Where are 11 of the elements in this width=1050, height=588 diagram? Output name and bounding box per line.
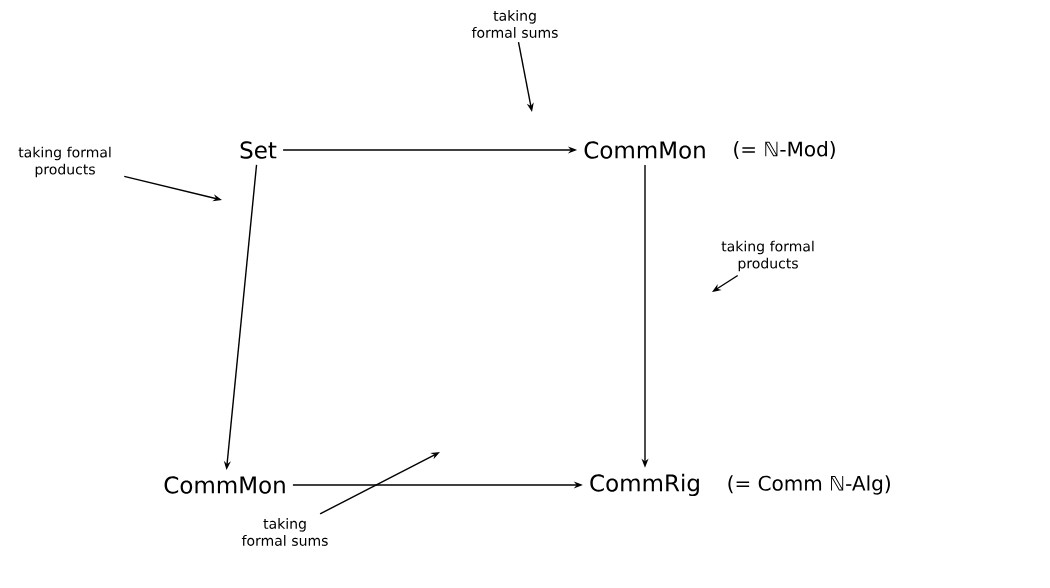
side-note: (= Comm ℕ-Alg) [728, 475, 890, 495]
annotation-text: taking formal products [721, 240, 814, 272]
side-note: (= ℕ-Mod) [734, 141, 835, 159]
category-label: CommMon [164, 476, 285, 494]
annotation-text: taking formal sums [471, 10, 558, 38]
annotation-text: taking formal sums [241, 518, 328, 546]
category-label: CommMon [584, 141, 705, 159]
category-label: CommRig [590, 473, 699, 497]
category-label: Set [240, 141, 277, 159]
leader-line [712, 274, 739, 292]
annotation-text: taking formal products [18, 146, 111, 178]
